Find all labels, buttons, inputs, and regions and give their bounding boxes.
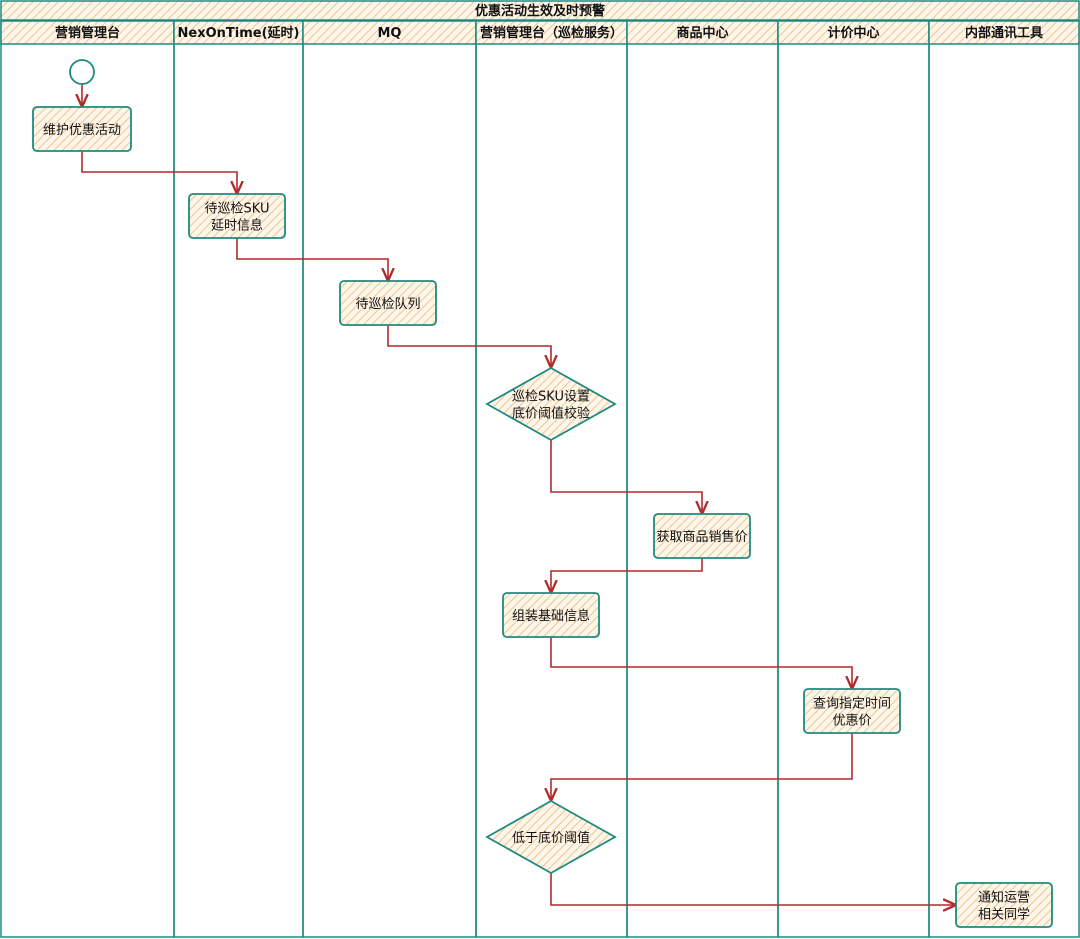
flow-arrow [550,873,956,905]
process-node [32,106,132,152]
lane-header-label: 营销管理台 [55,25,120,41]
lane-header-label: 内部通讯工具 [965,25,1043,41]
node-label: 通知运营相关同学 [978,890,1030,923]
lane-column [626,20,779,938]
process-node [339,280,437,326]
lane-header [928,20,1080,45]
node-label: 低于底价阈值 [512,830,590,846]
flow-arrow [550,440,702,514]
process-node [502,592,600,638]
node-label: 获取商品销售价 [656,529,747,545]
diagram-title: 优惠活动生效及时预警 [475,3,605,19]
lane-column [173,20,304,938]
lane-header-label: 营销管理台（巡检服务） [480,25,623,41]
title-bar [0,0,1080,21]
node-label: 组装基础信息 [512,608,590,624]
lane-header-label: 商品中心 [676,25,728,41]
lane-column [777,20,930,938]
node-label: 维护优惠活动 [43,123,121,138]
node-label: 巡检SKU设置底价阈值校验 [512,390,590,422]
process-node [653,513,751,559]
decision-node [485,799,617,875]
process-node [955,882,1053,928]
start-node [69,59,95,85]
flow-arrow [551,558,703,593]
flow-arrow [550,637,852,689]
node-label: 查询指定时间优惠价 [813,697,891,729]
edges-layer [82,84,956,905]
lane-header-label: NexOnTime(延时) [178,25,300,41]
node-label: 待巡检队列 [355,297,420,312]
lane-column [928,20,1080,938]
decision-node [485,366,617,442]
lanes-layer: 营销管理台 NexOnTime(延时) MQ 营销管理台（巡检服务） 商品中心 计价中心 内… [0,20,1080,938]
flow-arrow [81,151,237,194]
process-node [803,688,901,734]
flow-arrow [551,733,853,801]
process-node [188,193,286,239]
lane-header-label: MQ [378,26,402,41]
lane-header-label: 计价中心 [827,25,879,41]
flow-arrow [236,238,388,281]
flow-arrow [387,325,551,368]
lane-column [302,20,477,938]
lane-column [0,20,175,938]
